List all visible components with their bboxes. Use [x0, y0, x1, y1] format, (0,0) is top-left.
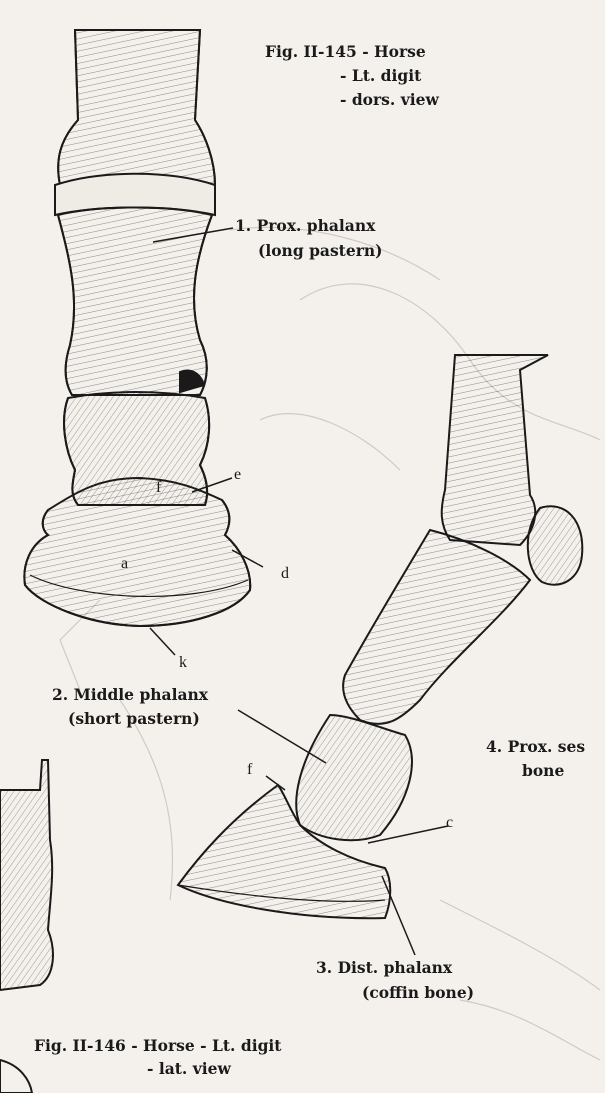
label-middle-phalanx-sub: (short pastern) — [68, 709, 200, 728]
lateral-view-drawing — [176, 354, 584, 920]
leader-dist-phalanx — [381, 875, 416, 956]
letter-c: c — [446, 814, 454, 831]
label-prox-phalanx-sub: (long pastern) — [258, 241, 383, 260]
fig145-subtitle-view: - dors. view — [340, 90, 439, 109]
label-dist-phalanx: 3. Dist. phalanx — [316, 958, 453, 977]
label-prox-phalanx: 1. Prox. phalanx — [235, 216, 376, 235]
fig145-title: Fig. II-145 - Horse — [265, 42, 426, 61]
leader-f-lateral — [265, 775, 286, 791]
label-middle-phalanx: 2. Middle phalanx — [52, 685, 209, 704]
fig146-title: Fig. II-146 - Horse - Lt. digit — [34, 1036, 282, 1055]
leader-e — [191, 477, 233, 493]
distal-phalanx — [23, 476, 252, 628]
label-dist-phalanx-sub: (coffin bone) — [362, 983, 475, 1002]
label-prox-sesamoid: 4. Prox. ses — [486, 737, 586, 756]
fig146-subtitle: - lat. view — [147, 1059, 231, 1078]
leader-middle-phalanx — [237, 709, 327, 764]
letter-e: e — [234, 466, 242, 483]
lateral-cannon-bone — [440, 354, 549, 547]
label-prox-sesamoid-sub: bone — [522, 761, 565, 780]
lateral-distal-phalanx — [176, 783, 392, 920]
partial-drawing-left — [0, 759, 54, 1093]
lateral-proximal-phalanx — [342, 528, 532, 725]
letter-f-lateral: f — [247, 761, 253, 778]
leader-c — [367, 825, 449, 844]
letter-k: k — [179, 654, 187, 671]
cannon-bone — [57, 29, 217, 186]
letter-a: a — [121, 555, 129, 572]
leader-lines — [149, 227, 449, 956]
dorsal-view-drawing — [23, 29, 252, 628]
fig145-subtitle-digit: - Lt. digit — [340, 66, 422, 85]
proximal-sesamoid — [526, 505, 584, 586]
letter-d: d — [281, 565, 289, 582]
lateral-middle-phalanx — [295, 713, 413, 842]
leader-d — [231, 549, 264, 568]
leader-k — [149, 627, 176, 656]
letter-f-dorsal: f — [156, 479, 162, 496]
leader-prox-phalanx — [152, 227, 234, 243]
